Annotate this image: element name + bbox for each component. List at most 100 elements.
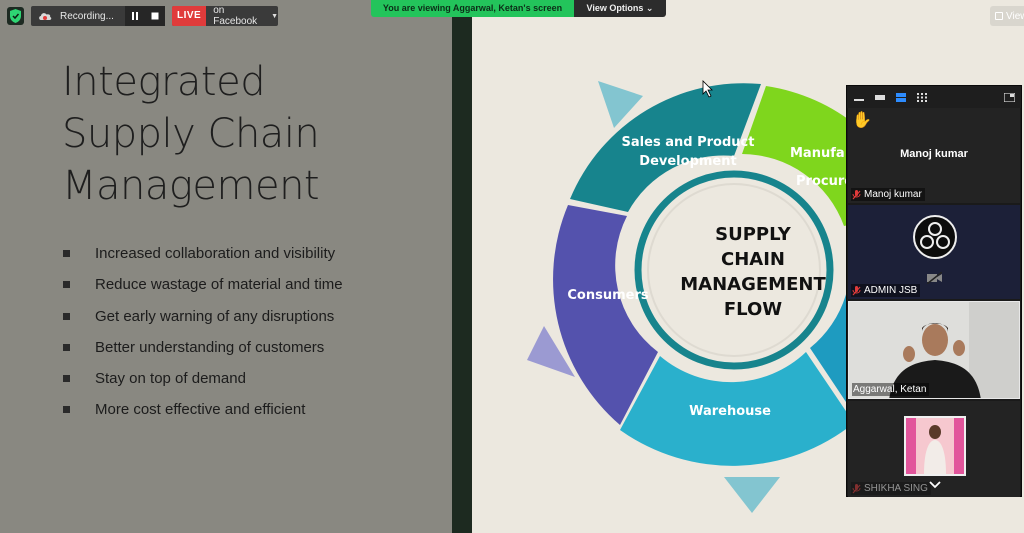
segment-label: Procure bbox=[796, 174, 853, 189]
segment-sales bbox=[570, 83, 761, 212]
participant-tile[interactable]: ✋ Manoj kumar Manoj kumar bbox=[848, 108, 1020, 203]
participant-tile[interactable]: SHIKHA SING bbox=[848, 401, 1020, 497]
mic-muted-icon bbox=[852, 483, 861, 493]
inner-ring-teal bbox=[634, 170, 834, 370]
speaker-view-button[interactable] bbox=[895, 92, 906, 102]
bullet-text: More cost effective and efficient bbox=[95, 401, 306, 419]
participant-name: Manoj kumar bbox=[864, 189, 922, 200]
supply-chain-flow-diagram: Sales and Product Development Manufa Pro… bbox=[527, 80, 927, 513]
slide-title-line: Supply Chain bbox=[62, 111, 320, 157]
bullet-item: Increased collaboration and visibility bbox=[62, 238, 343, 269]
recording-indicator: Recording... bbox=[31, 6, 165, 26]
square-bullet-icon bbox=[63, 281, 70, 289]
side-by-side-icon bbox=[1004, 92, 1015, 102]
center-label: SUPPLY bbox=[715, 224, 792, 245]
bullet-item: Better understanding of customers bbox=[62, 332, 343, 363]
share-status-text: You are viewing Aggarwal, Ketan's screen bbox=[371, 0, 574, 17]
participant-profile-photo bbox=[904, 416, 966, 476]
slide-title: Integrated Supply Chain Management bbox=[62, 56, 442, 212]
participant-video bbox=[849, 302, 1019, 398]
participant-display-name: Manoj kumar bbox=[900, 148, 968, 160]
live-stream-dropdown[interactable]: LIVE on Facebook ▼ bbox=[172, 5, 278, 27]
square-bullet-icon bbox=[63, 375, 70, 383]
strip-view-icon bbox=[874, 94, 885, 100]
center-label: FLOW bbox=[724, 299, 782, 320]
participant-name-tag: Manoj kumar bbox=[851, 188, 925, 201]
speaker-view-icon bbox=[895, 92, 906, 102]
participant-name-tag: Aggarwal, Ketan bbox=[852, 383, 930, 396]
camera-off-icon bbox=[927, 272, 942, 284]
view-options-label: View Options bbox=[586, 3, 644, 13]
segment-consumers bbox=[553, 205, 658, 425]
participant-name: Aggarwal, Ketan bbox=[853, 384, 927, 395]
raised-hand-icon: ✋ bbox=[852, 112, 872, 129]
bullet-item: More cost effective and efficient bbox=[62, 394, 343, 425]
participant-name: ADMIN JSB bbox=[864, 285, 918, 296]
bullet-item: Get early warning of any disruptions bbox=[62, 301, 343, 332]
segment-label: Warehouse bbox=[689, 404, 771, 419]
square-bullet-icon bbox=[63, 250, 70, 257]
bullet-item: Stay on top of demand bbox=[62, 363, 343, 394]
security-shield-icon[interactable] bbox=[7, 7, 24, 25]
chevron-down-icon: ⌄ bbox=[645, 3, 654, 13]
square-bullet-icon bbox=[63, 406, 70, 414]
recording-label: Recording... bbox=[60, 10, 114, 22]
participant-tile[interactable]: Aggarwal, Ketan bbox=[848, 301, 1020, 399]
bullet-text: Stay on top of demand bbox=[95, 370, 246, 388]
chevron-down-icon[interactable] bbox=[928, 479, 942, 489]
center-label: CHAIN bbox=[721, 249, 785, 270]
slide-divider bbox=[452, 0, 472, 533]
view-button[interactable]: View bbox=[990, 6, 1024, 26]
minimize-icon bbox=[853, 98, 864, 101]
mouse-cursor-icon bbox=[702, 80, 713, 98]
stop-icon bbox=[151, 12, 159, 20]
bullet-text: Better understanding of customers bbox=[95, 338, 325, 356]
inner-core bbox=[647, 183, 821, 357]
participant-name-tag: SHIKHA SING bbox=[851, 482, 931, 495]
segment-label: Consumers bbox=[567, 288, 648, 303]
mic-muted-icon bbox=[852, 285, 861, 295]
caret-down-icon: ▼ bbox=[271, 12, 278, 20]
bullet-text: Get early warning of any disruptions bbox=[95, 307, 335, 325]
hide-video-button[interactable] bbox=[874, 93, 885, 102]
bullet-item: Reduce wastage of material and time bbox=[62, 269, 343, 300]
minimize-button[interactable] bbox=[853, 93, 864, 102]
presentation-slide-left: Integrated Supply Chain Management Incre… bbox=[0, 0, 452, 533]
side-by-side-button[interactable] bbox=[1004, 92, 1015, 102]
mic-muted-icon bbox=[852, 189, 861, 199]
slide-title-line: Management bbox=[62, 163, 320, 209]
live-badge: LIVE bbox=[172, 6, 207, 26]
square-bullet-icon bbox=[63, 343, 70, 351]
segment-label: Development bbox=[639, 154, 736, 169]
pause-icon bbox=[132, 12, 138, 20]
panel-toolbar bbox=[847, 86, 1021, 108]
triangle-arrow-icon bbox=[724, 477, 780, 513]
segment-warehouse bbox=[620, 352, 854, 466]
view-label: View bbox=[1006, 10, 1024, 22]
triangle-arrow-icon bbox=[527, 326, 575, 377]
recording-controls bbox=[125, 6, 165, 26]
participant-video-panel: ✋ Manoj kumar Manoj kumar ADMIN JSB bbox=[846, 85, 1022, 497]
participant-tile[interactable]: ADMIN JSB bbox=[848, 205, 1020, 299]
triangle-arrow-icon bbox=[598, 81, 643, 128]
participant-name-tag: ADMIN JSB bbox=[851, 284, 921, 297]
bullet-text: Increased collaboration and visibility bbox=[95, 245, 336, 262]
segment-label: Sales and Product bbox=[622, 135, 755, 150]
participant-name: SHIKHA SING bbox=[864, 483, 928, 494]
view-options-button[interactable]: View Options ⌄ bbox=[574, 0, 666, 17]
stop-recording-button[interactable] bbox=[150, 11, 160, 21]
square-bullet-icon bbox=[63, 312, 70, 320]
segment-label: Manufa bbox=[790, 146, 845, 161]
pause-recording-button[interactable] bbox=[130, 11, 140, 21]
gallery-grid-icon bbox=[916, 92, 927, 102]
cloud-record-icon bbox=[39, 13, 52, 20]
live-target-label: on Facebook bbox=[213, 5, 258, 27]
slide-title-line: Integrated bbox=[62, 59, 266, 105]
gallery-view-button[interactable] bbox=[916, 92, 927, 102]
grid-view-icon bbox=[995, 12, 1003, 20]
bullet-text: Reduce wastage of material and time bbox=[95, 276, 343, 294]
screen-share-banner: You are viewing Aggarwal, Ketan's screen… bbox=[371, 0, 666, 17]
bullet-list: Increased collaboration and visibility R… bbox=[62, 238, 343, 426]
obs-logo-icon bbox=[913, 215, 957, 259]
center-label: MANAGEMENT bbox=[680, 274, 826, 295]
